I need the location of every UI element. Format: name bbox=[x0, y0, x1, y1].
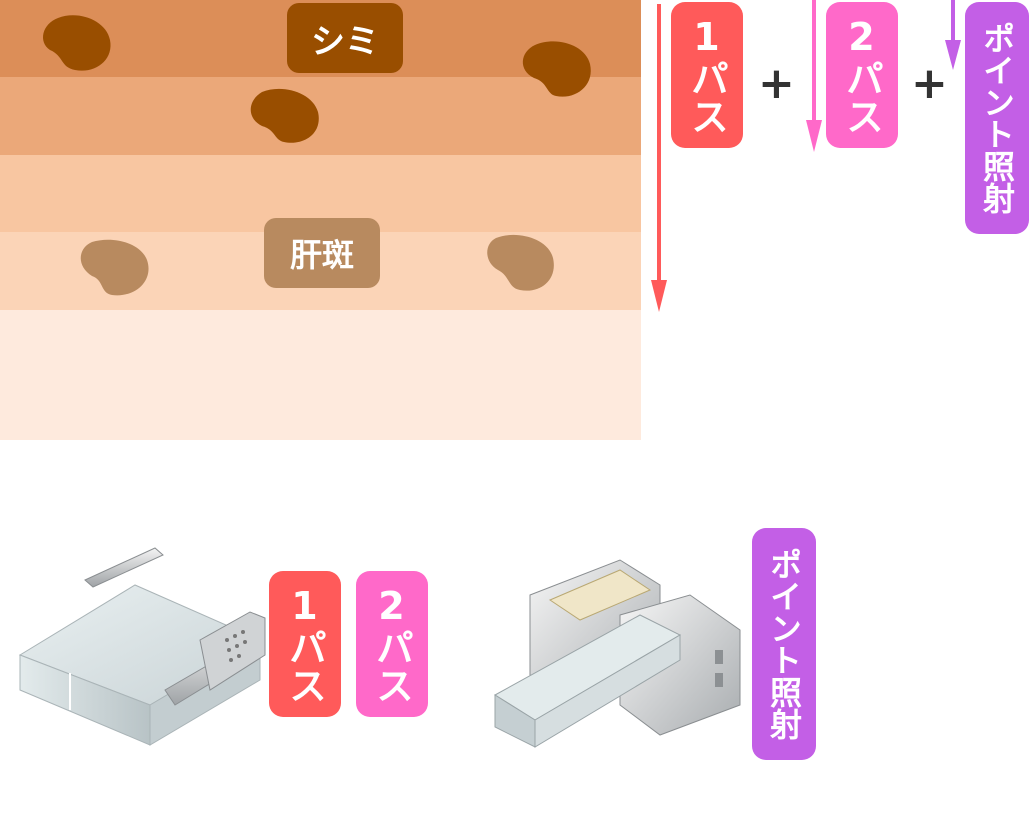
plus-sign-2: + bbox=[911, 58, 948, 109]
pigment-spots bbox=[43, 15, 591, 296]
shimi-spot-3 bbox=[250, 88, 319, 143]
kanpan-spot-2 bbox=[487, 234, 554, 291]
pass2-label-top: 2パス bbox=[826, 2, 898, 148]
pass2-label-bottom: 2パス bbox=[356, 571, 428, 717]
plus-sign-1: + bbox=[758, 58, 795, 109]
pass1-label-bottom: 1パス bbox=[269, 571, 341, 717]
shimi-spot-1 bbox=[43, 15, 111, 71]
large-glass-tip-icon bbox=[18, 547, 266, 746]
shimi-spot-2 bbox=[522, 41, 591, 97]
kanpan-spot-1 bbox=[80, 239, 149, 296]
pass1-label-top: 1パス bbox=[671, 2, 743, 148]
shimi-label: シミ bbox=[287, 3, 403, 73]
point-glass-tip-icon bbox=[494, 559, 741, 748]
pass1-arrow bbox=[651, 4, 667, 312]
skin-layer-2 bbox=[0, 77, 641, 155]
depth-arrows bbox=[651, 0, 961, 312]
skin-layer-5 bbox=[0, 310, 641, 440]
point-label-top: ポイント照射 bbox=[965, 2, 1029, 234]
pass2-arrow bbox=[806, 0, 822, 152]
point-arrow bbox=[945, 0, 961, 70]
kanpan-label: 肝斑 bbox=[264, 218, 380, 288]
point-label-bottom: ポイント照射 bbox=[752, 528, 816, 760]
